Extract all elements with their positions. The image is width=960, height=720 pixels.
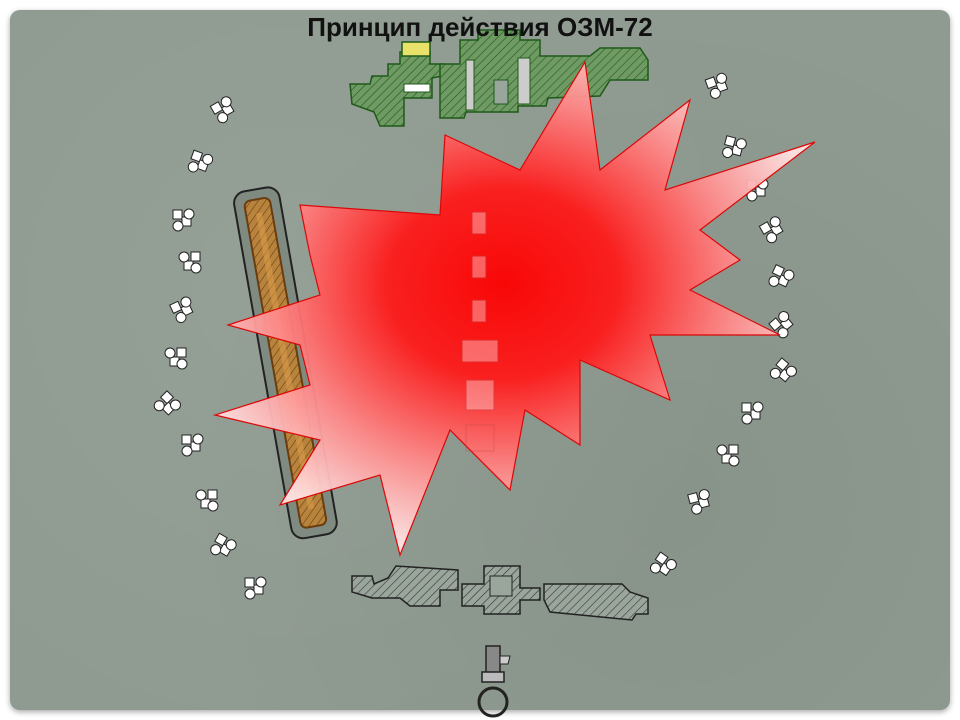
lower-body-part (351, 565, 649, 621)
slide-title: Принцип действия ОЗМ-72 (307, 12, 653, 42)
inner-core (461, 211, 499, 452)
explosion-burst-icon (212, 60, 816, 557)
fuze-ring-icon (477, 645, 511, 718)
upper-body-part (349, 29, 649, 127)
fragments-left (151, 94, 267, 600)
